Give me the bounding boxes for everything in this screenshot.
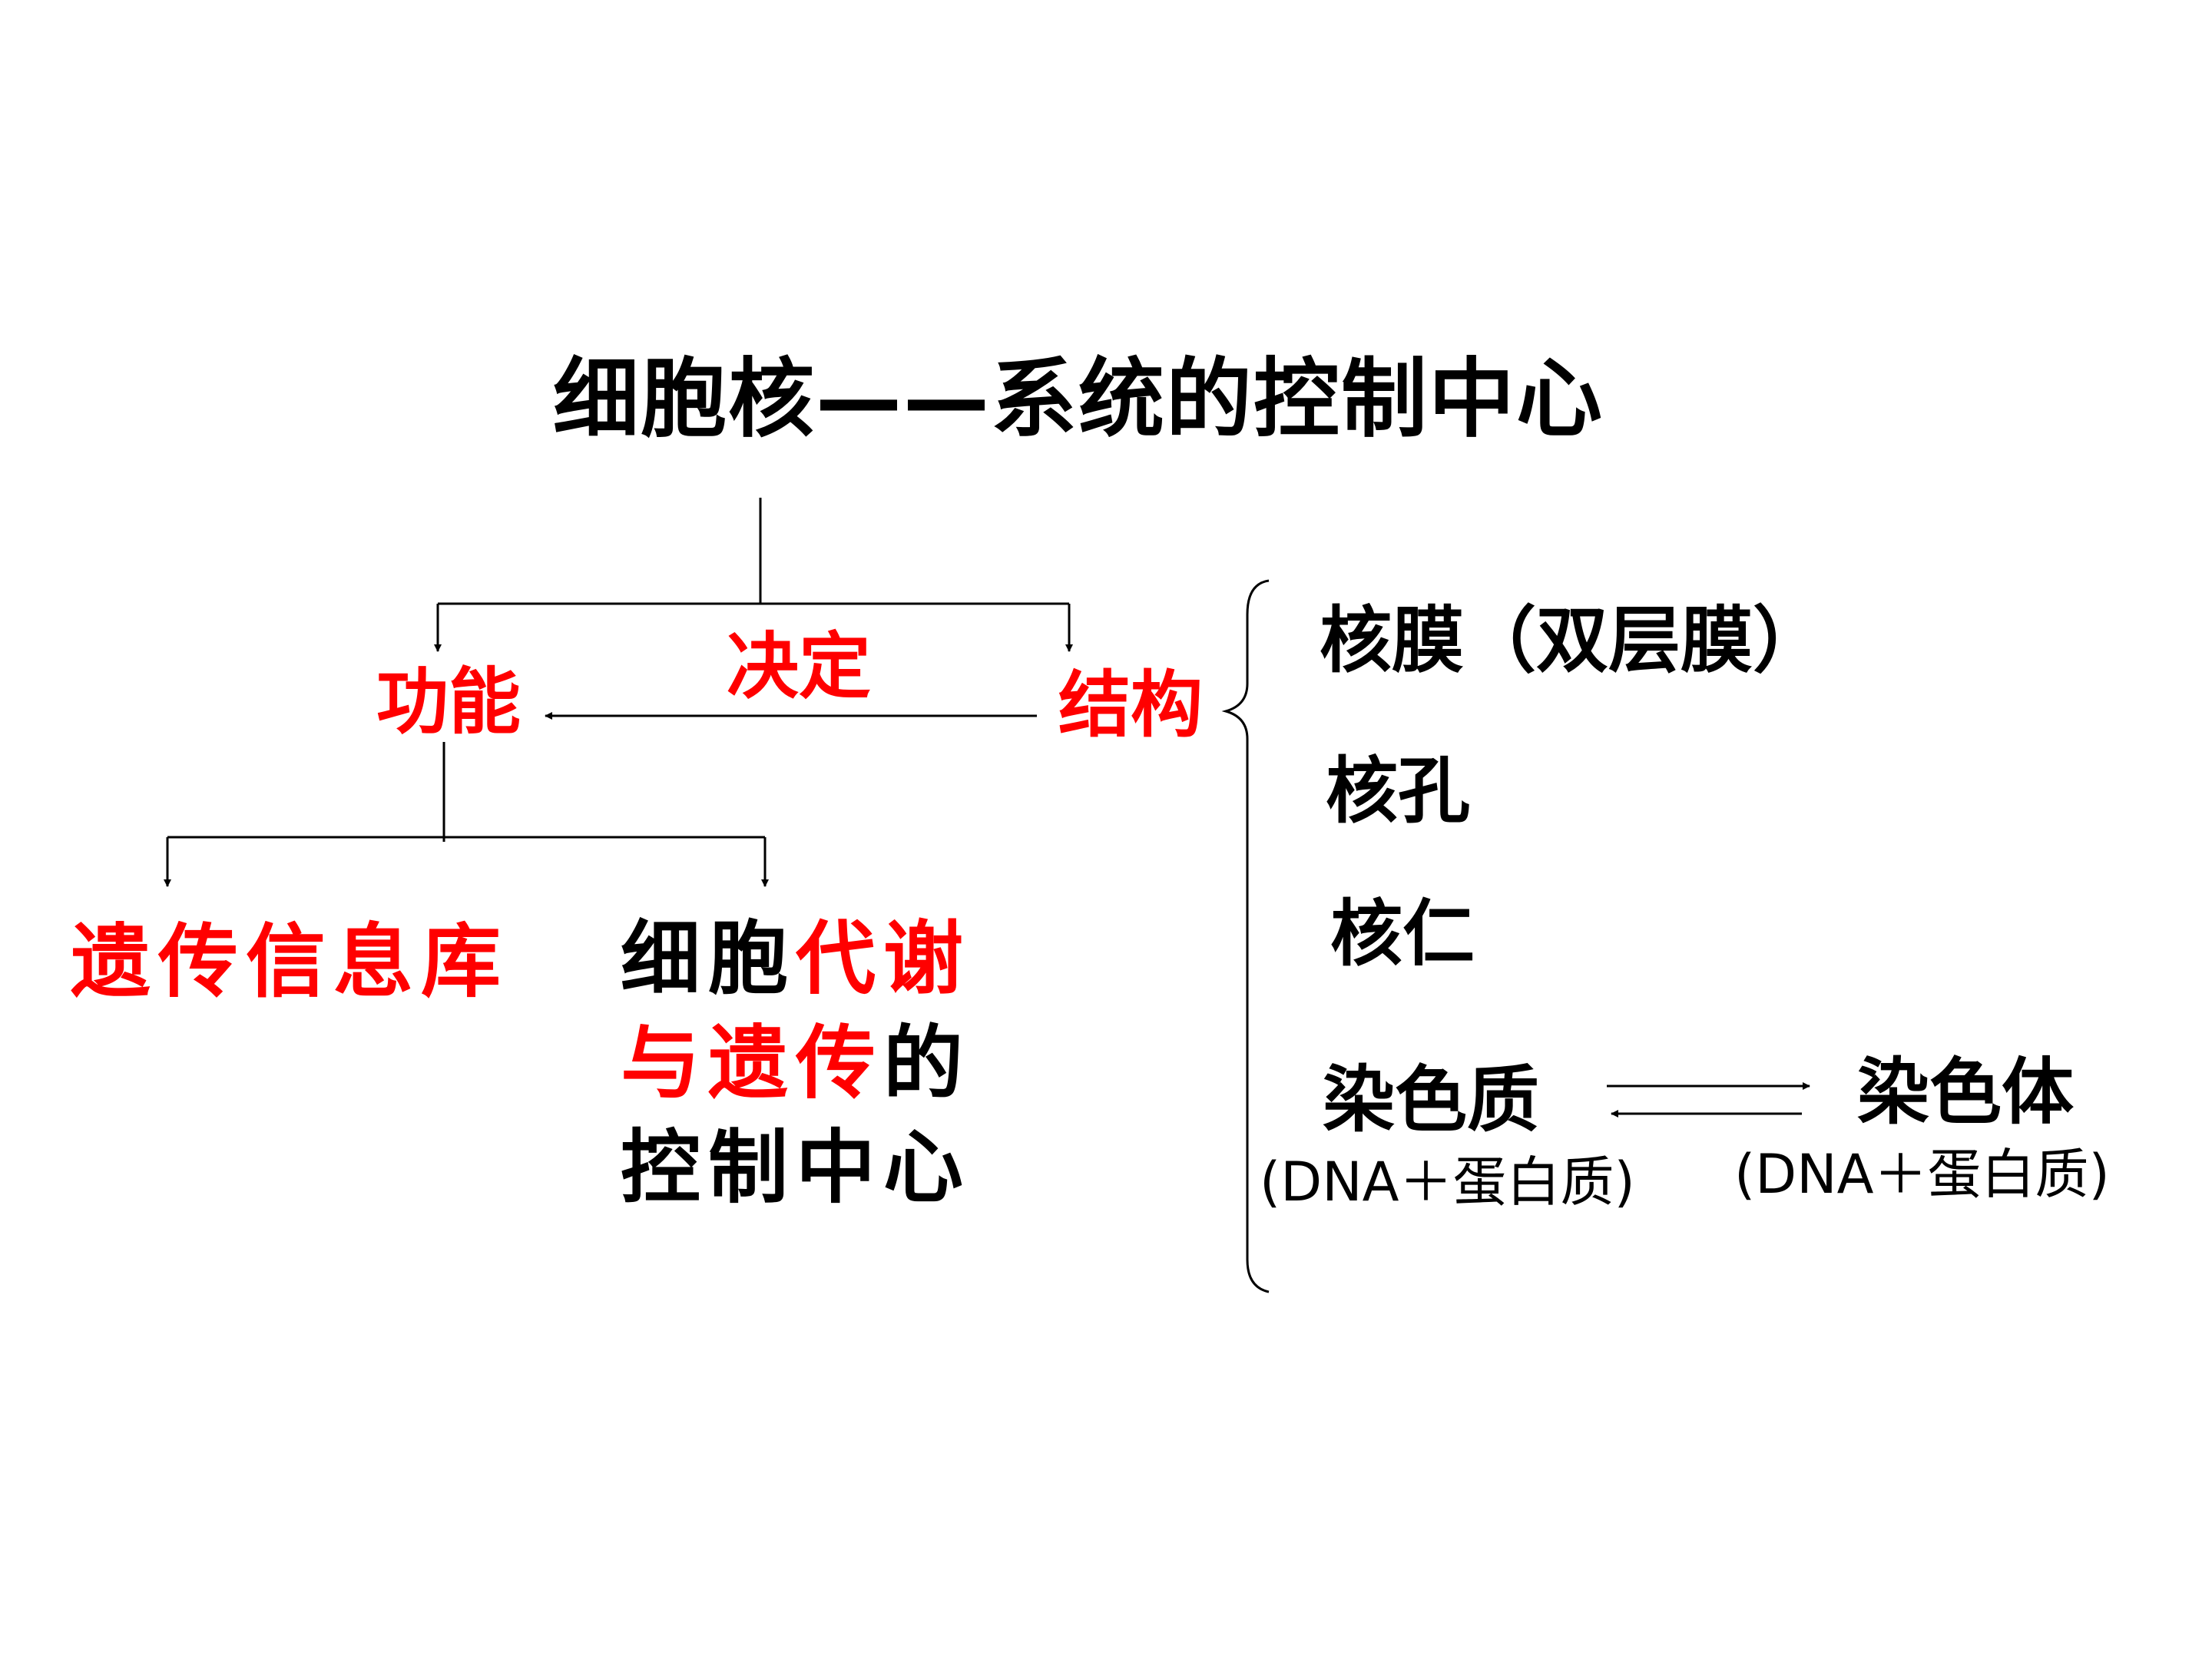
chromatin-label: 染色质 xyxy=(1323,1058,1540,1142)
control-center-line-2: 与遗传的 xyxy=(621,1023,971,1103)
structure-brace xyxy=(1221,579,1270,1293)
genetic-info-store-label: 遗传信息库 xyxy=(71,914,509,1008)
structure-label: 结构 xyxy=(1058,664,1204,747)
chromatin-composition-label: (DNA＋蛋白质) xyxy=(1260,1151,1635,1214)
page-title: 细胞核——系统的控制中心 xyxy=(553,349,1604,449)
control-center-line-1: 细胞代谢 xyxy=(621,919,971,998)
control-center-of: 的 xyxy=(883,1015,972,1110)
control-center-metabolism: 代谢 xyxy=(796,911,972,1005)
control-center-cell: 细胞 xyxy=(621,911,796,1005)
control-center-heredity: 与遗传 xyxy=(621,1015,884,1110)
function-label: 功能 xyxy=(376,661,522,744)
nuclear-pore-label: 核孔 xyxy=(1326,750,1471,833)
nucleolus-label: 核仁 xyxy=(1330,892,1475,976)
determines-label: 决定 xyxy=(727,625,872,709)
control-center-line-3: 控制中心 xyxy=(621,1120,972,1214)
chromosome-label: 染色体 xyxy=(1857,1051,2075,1134)
chromosome-composition-label: (DNA＋蛋白质) xyxy=(1734,1143,2110,1206)
nuclear-envelope-label: 核膜（双层膜） xyxy=(1320,599,1826,683)
